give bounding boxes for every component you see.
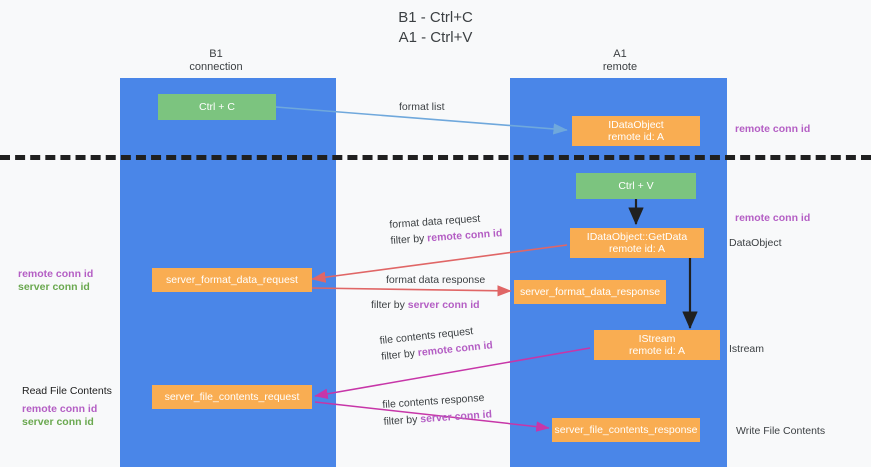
label-remote-conn-id-mid: remote conn id	[735, 212, 811, 224]
column-header-a1: A1 remote	[550, 48, 690, 74]
filter-prefix-3: filter by	[380, 347, 419, 363]
box-ctrl-v-label: Ctrl + V	[618, 179, 654, 192]
column-header-a1-name: A1	[613, 48, 627, 60]
box-idataobject[interactable]: IDataObject remote id: A	[572, 116, 700, 146]
label-left-remote-conn-id-2: remote conn id	[22, 403, 98, 415]
box-server-format-data-response-label: server_format_data_response	[519, 285, 661, 298]
box-getdata-title: IDataObject::GetData	[586, 230, 688, 243]
box-ctrl-c[interactable]: Ctrl + C	[158, 94, 276, 120]
filter-prefix-2: filter by	[371, 299, 408, 311]
box-getdata-subtitle: remote id: A	[608, 243, 666, 255]
label-left-server-conn-id-1: server conn id	[18, 281, 90, 293]
box-idataobject-title: IDataObject	[608, 118, 664, 131]
box-server-file-contents-response-label: server_file_contents_response	[554, 423, 698, 436]
diagram-title: B1 - Ctrl+C A1 - Ctrl+V	[0, 8, 871, 48]
label-left-server-conn-id-2: server conn id	[22, 416, 94, 428]
label-left-remote-conn-id-1: remote conn id	[18, 268, 94, 280]
box-server-format-data-request-label: server_format_data_request	[166, 273, 298, 286]
label-remote-conn-id-top: remote conn id	[735, 123, 811, 135]
box-idataobject-getdata[interactable]: IDataObject::GetData remote id: A	[570, 228, 704, 258]
label-dataobject: DataObject	[729, 237, 782, 249]
box-server-format-data-request[interactable]: server_format_data_request	[152, 268, 312, 292]
label-group-file-contents-response: file contents response filter by server …	[382, 391, 492, 428]
box-idataobject-subtitle: remote id: A	[607, 131, 665, 143]
label-istream-side: Istream	[729, 343, 765, 355]
title-line-1: B1 - Ctrl+C	[398, 9, 473, 26]
box-ctrl-c-label: Ctrl + C	[199, 100, 235, 113]
box-server-file-contents-request-label: server_file_contents_request	[164, 390, 300, 403]
label-group-left-conn-ids-2: remote conn id server conn id	[22, 403, 97, 429]
box-server-file-contents-response[interactable]: server_file_contents_response	[552, 418, 700, 442]
label-file-contents-response-filter: filter by server conn id	[383, 408, 492, 429]
filter-key-remote-conn-id: remote conn id	[426, 227, 503, 245]
label-format-data-response: format data response	[386, 274, 486, 286]
column-header-a1-role: remote	[602, 61, 638, 73]
title-line-2: A1 - Ctrl+V	[398, 29, 473, 46]
label-group-file-contents-request: file contents request filter by remote c…	[379, 323, 493, 364]
label-read-file-contents: Read File Contents	[22, 385, 112, 397]
box-istream-subtitle: remote id: A	[628, 345, 686, 357]
label-write-file-contents: Write File Contents	[736, 425, 826, 437]
column-header-b1-name: B1	[209, 48, 223, 60]
box-server-file-contents-request[interactable]: server_file_contents_request	[152, 385, 312, 409]
box-istream-title: IStream	[638, 332, 676, 345]
box-istream[interactable]: IStream remote id: A	[594, 330, 720, 360]
filter-prefix-4: filter by	[383, 413, 421, 428]
filter-key-server-conn-id-2: server conn id	[419, 408, 493, 426]
filter-key-server-conn-id: server conn id	[407, 299, 480, 311]
label-group-format-data-request: format data request filter by remote con…	[389, 211, 503, 248]
column-header-b1: B1 connection	[146, 48, 286, 74]
column-header-b1-role: connection	[189, 61, 243, 73]
phase-separator	[0, 155, 871, 160]
label-format-list: format list	[399, 101, 445, 113]
box-server-format-data-response[interactable]: server_format_data_response	[514, 280, 666, 304]
label-format-data-response-filter: filter by server conn id	[371, 299, 480, 312]
label-group-left-conn-ids-1: remote conn id server conn id	[18, 268, 93, 294]
box-ctrl-v[interactable]: Ctrl + V	[576, 173, 696, 199]
filter-prefix: filter by	[390, 232, 428, 247]
